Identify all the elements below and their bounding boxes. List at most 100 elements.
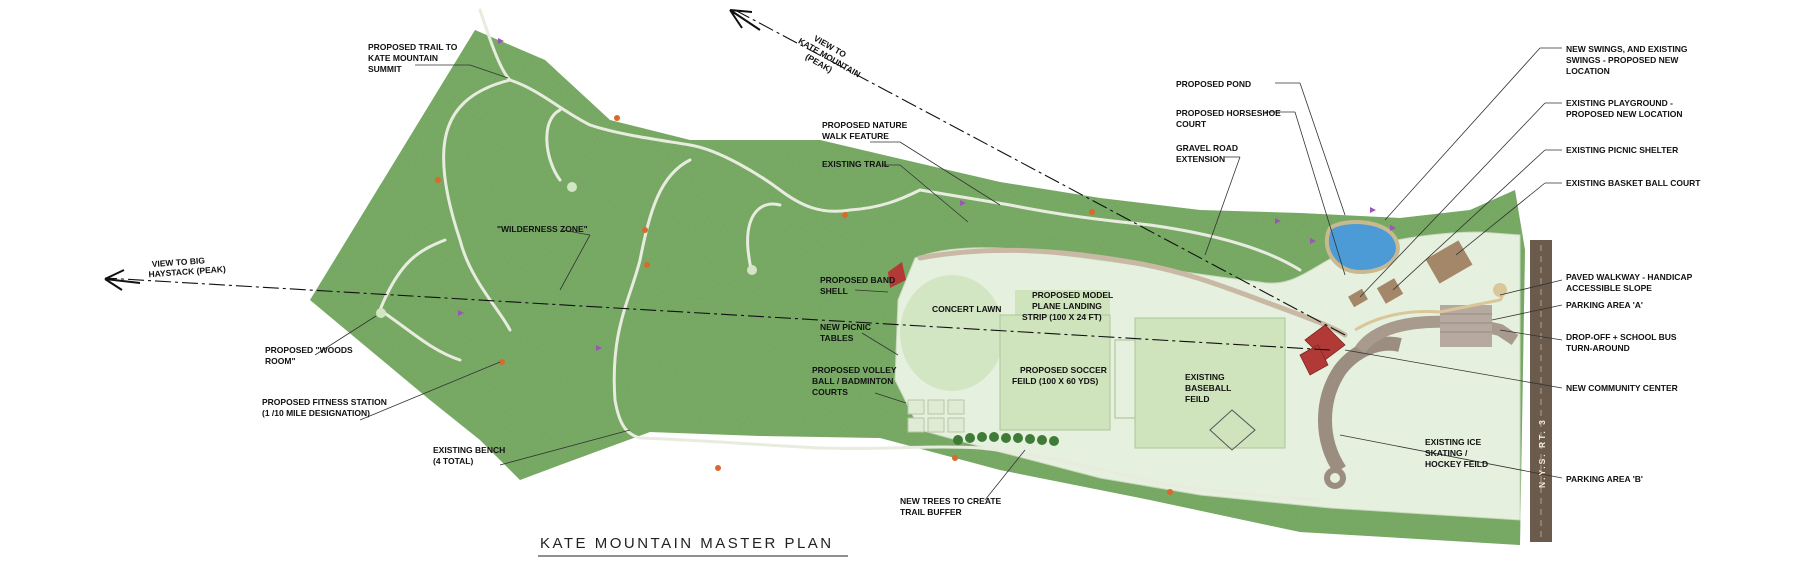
baseball-diamond [1209, 409, 1256, 451]
label-pond: PROPOSED POND [1176, 79, 1251, 89]
svg-text:PROPOSED "WOODS: PROPOSED "WOODS [265, 345, 353, 355]
svg-text:PROPOSED SOCCER: PROPOSED SOCCER [1020, 365, 1107, 375]
label-parking-a: PARKING AREA 'A' [1566, 300, 1643, 310]
svg-text:CONCERT LAWN: CONCERT LAWN [932, 304, 1001, 314]
svg-text:SUMMIT: SUMMIT [368, 64, 402, 74]
svg-text:BALL / BADMINTON: BALL / BADMINTON [812, 376, 893, 386]
svg-text:WALK FEATURE: WALK FEATURE [822, 131, 889, 141]
label-concert-lawn: CONCERT LAWN [932, 304, 1001, 314]
label-existing-trail: EXISTING TRAIL [822, 159, 889, 169]
clearing-1 [567, 182, 577, 192]
label-picnic-tables: NEW PICNIC TABLES [820, 322, 871, 343]
label-swings: NEW SWINGS, AND EXISTING SWINGS - PROPOS… [1566, 44, 1688, 76]
label-landing-strip: PROPOSED MODEL PLANE LANDING STRIP (100 … [1022, 290, 1113, 322]
svg-text:EXISTING BENCH: EXISTING BENCH [433, 445, 505, 455]
svg-text:PAVED WALKWAY - HANDICAP: PAVED WALKWAY - HANDICAP [1566, 272, 1693, 282]
volley-courts [907, 399, 965, 433]
clearing-2 [747, 265, 757, 275]
label-ice: EXISTING ICE SKATING / HOCKEY FEILD [1425, 437, 1488, 469]
arrow-kate-icon [729, 9, 761, 31]
walkway-end [1493, 283, 1507, 297]
label-dropoff: DROP-OFF + SCHOOL BUS TURN-AROUND [1566, 332, 1677, 353]
label-band-shell: PROPOSED BAND SHELL [820, 275, 895, 296]
svg-text:PROPOSED NEW LOCATION: PROPOSED NEW LOCATION [1566, 109, 1683, 119]
fitness-stations [435, 115, 1173, 495]
svg-text:PROPOSED VOLLEY: PROPOSED VOLLEY [812, 365, 897, 375]
svg-text:GRAVEL ROAD: GRAVEL ROAD [1176, 143, 1238, 153]
svg-text:NEW TREES TO CREATE: NEW TREES TO CREATE [900, 496, 1002, 506]
svg-text:PARKING AREA 'B': PARKING AREA 'B' [1566, 474, 1643, 484]
svg-text:NEW COMMUNITY CENTER: NEW COMMUNITY CENTER [1566, 383, 1678, 393]
svg-text:TRAIL BUFFER: TRAIL BUFFER [900, 507, 962, 517]
svg-text:COURTS: COURTS [812, 387, 848, 397]
svg-text:(1 /10 MILE DESIGNATION): (1 /10 MILE DESIGNATION) [262, 408, 370, 418]
label-playground: EXISTING PLAYGROUND - PROPOSED NEW LOCAT… [1566, 98, 1683, 119]
svg-text:EXISTING PICNIC SHELTER: EXISTING PICNIC SHELTER [1566, 145, 1678, 155]
svg-text:PROPOSED FITNESS STATION: PROPOSED FITNESS STATION [262, 397, 387, 407]
gravel-road [917, 247, 1348, 338]
svg-text:EXISTING TRAIL: EXISTING TRAIL [822, 159, 889, 169]
svg-text:PROPOSED POND: PROPOSED POND [1176, 79, 1251, 89]
svg-text:EXISTING ICE: EXISTING ICE [1425, 437, 1482, 447]
label-baseball: EXISTING BASEBALL FEILD [1185, 372, 1231, 404]
parking-area-a [1440, 305, 1492, 347]
svg-text:FEILD: FEILD [1185, 394, 1210, 404]
label-soccer: PROPOSED SOCCER FEILD (100 X 60 YDS) [1012, 365, 1107, 386]
community-center [1299, 324, 1346, 376]
svg-text:PROPOSED NATURE: PROPOSED NATURE [822, 120, 908, 130]
label-picnic-shelter: EXISTING PICNIC SHELTER [1566, 145, 1678, 155]
pond [1324, 220, 1400, 275]
leader-lines [314, 47, 1563, 501]
svg-text:NEW SWINGS, AND EXISTING: NEW SWINGS, AND EXISTING [1566, 44, 1688, 54]
svg-text:SWINGS - PROPOSED NEW: SWINGS - PROPOSED NEW [1566, 55, 1679, 65]
svg-text:ROOM": ROOM" [265, 356, 295, 366]
label-road: N.Y.S. RT. 3 [1537, 418, 1547, 488]
parking-b-circle-inner [1330, 473, 1340, 483]
woods-room [376, 308, 386, 318]
svg-text:"WILDERNESS ZONE": "WILDERNESS ZONE" [497, 224, 588, 234]
svg-text:TURN-AROUND: TURN-AROUND [1566, 343, 1630, 353]
label-volley: PROPOSED VOLLEY BALL / BADMINTON COURTS [812, 365, 897, 397]
trees-buffer [953, 432, 1059, 446]
svg-text:PROPOSED TRAIL TO: PROPOSED TRAIL TO [368, 42, 458, 52]
label-community: NEW COMMUNITY CENTER [1566, 383, 1678, 393]
label-walkway: PAVED WALKWAY - HANDICAP ACCESSIBLE SLOP… [1566, 272, 1693, 293]
svg-text:NEW PICNIC: NEW PICNIC [820, 322, 871, 332]
label-parking-b: PARKING AREA 'B' [1566, 474, 1643, 484]
svg-text:FEILD (100 X 60 YDS): FEILD (100 X 60 YDS) [1012, 376, 1098, 386]
label-wilderness: "WILDERNESS ZONE" [497, 224, 588, 234]
svg-text:TABLES: TABLES [820, 333, 854, 343]
svg-text:ACCESSIBLE SLOPE: ACCESSIBLE SLOPE [1566, 283, 1652, 293]
svg-text:HOCKEY FEILD: HOCKEY FEILD [1425, 459, 1488, 469]
svg-text:EXISTING: EXISTING [1185, 372, 1225, 382]
view-line-kate [734, 9, 1346, 336]
label-woods-room: PROPOSED "WOODS ROOM" [265, 345, 353, 366]
svg-text:PROPOSED MODEL: PROPOSED MODEL [1032, 290, 1113, 300]
band-shell [888, 262, 906, 288]
svg-text:EXISTING BASKET BALL COURT: EXISTING BASKET BALL COURT [1566, 178, 1701, 188]
label-bench: EXISTING BENCH (4 TOTAL) [433, 445, 505, 466]
label-view-kate: VIEW TO KATE MOUNTAIN (PEAK) [797, 33, 863, 79]
svg-text:N.Y.S. RT. 3: N.Y.S. RT. 3 [1537, 418, 1547, 488]
label-horseshoe: PROPOSED HORSESHOE COURT [1176, 108, 1281, 129]
label-basketball: EXISTING BASKET BALL COURT [1566, 178, 1701, 188]
svg-text:BASEBALL: BASEBALL [1185, 383, 1231, 393]
arrow-haystack-icon [104, 269, 141, 291]
svg-text:STRIP (100 X 24 FT): STRIP (100 X 24 FT) [1022, 312, 1102, 322]
svg-text:KATE MOUNTAIN: KATE MOUNTAIN [368, 53, 438, 63]
svg-text:SHELL: SHELL [820, 286, 848, 296]
view-line-haystack [104, 277, 1331, 351]
svg-text:PLANE LANDING: PLANE LANDING [1032, 301, 1102, 311]
label-fitness: PROPOSED FITNESS STATION (1 /10 MILE DES… [262, 397, 387, 418]
svg-text:LOCATION: LOCATION [1566, 66, 1610, 76]
svg-text:DROP-OFF + SCHOOL BUS: DROP-OFF + SCHOOL BUS [1566, 332, 1677, 342]
label-gravel: GRAVEL ROAD EXTENSION [1176, 143, 1238, 164]
svg-text:(4 TOTAL): (4 TOTAL) [433, 456, 473, 466]
svg-text:COURT: COURT [1176, 119, 1207, 129]
svg-text:PROPOSED BAND: PROPOSED BAND [820, 275, 895, 285]
concert-lawn [900, 275, 1004, 391]
svg-text:EXISTING PLAYGROUND -: EXISTING PLAYGROUND - [1566, 98, 1673, 108]
label-nature-walk: PROPOSED NATURE WALK FEATURE [822, 120, 908, 141]
benches [458, 38, 1396, 351]
